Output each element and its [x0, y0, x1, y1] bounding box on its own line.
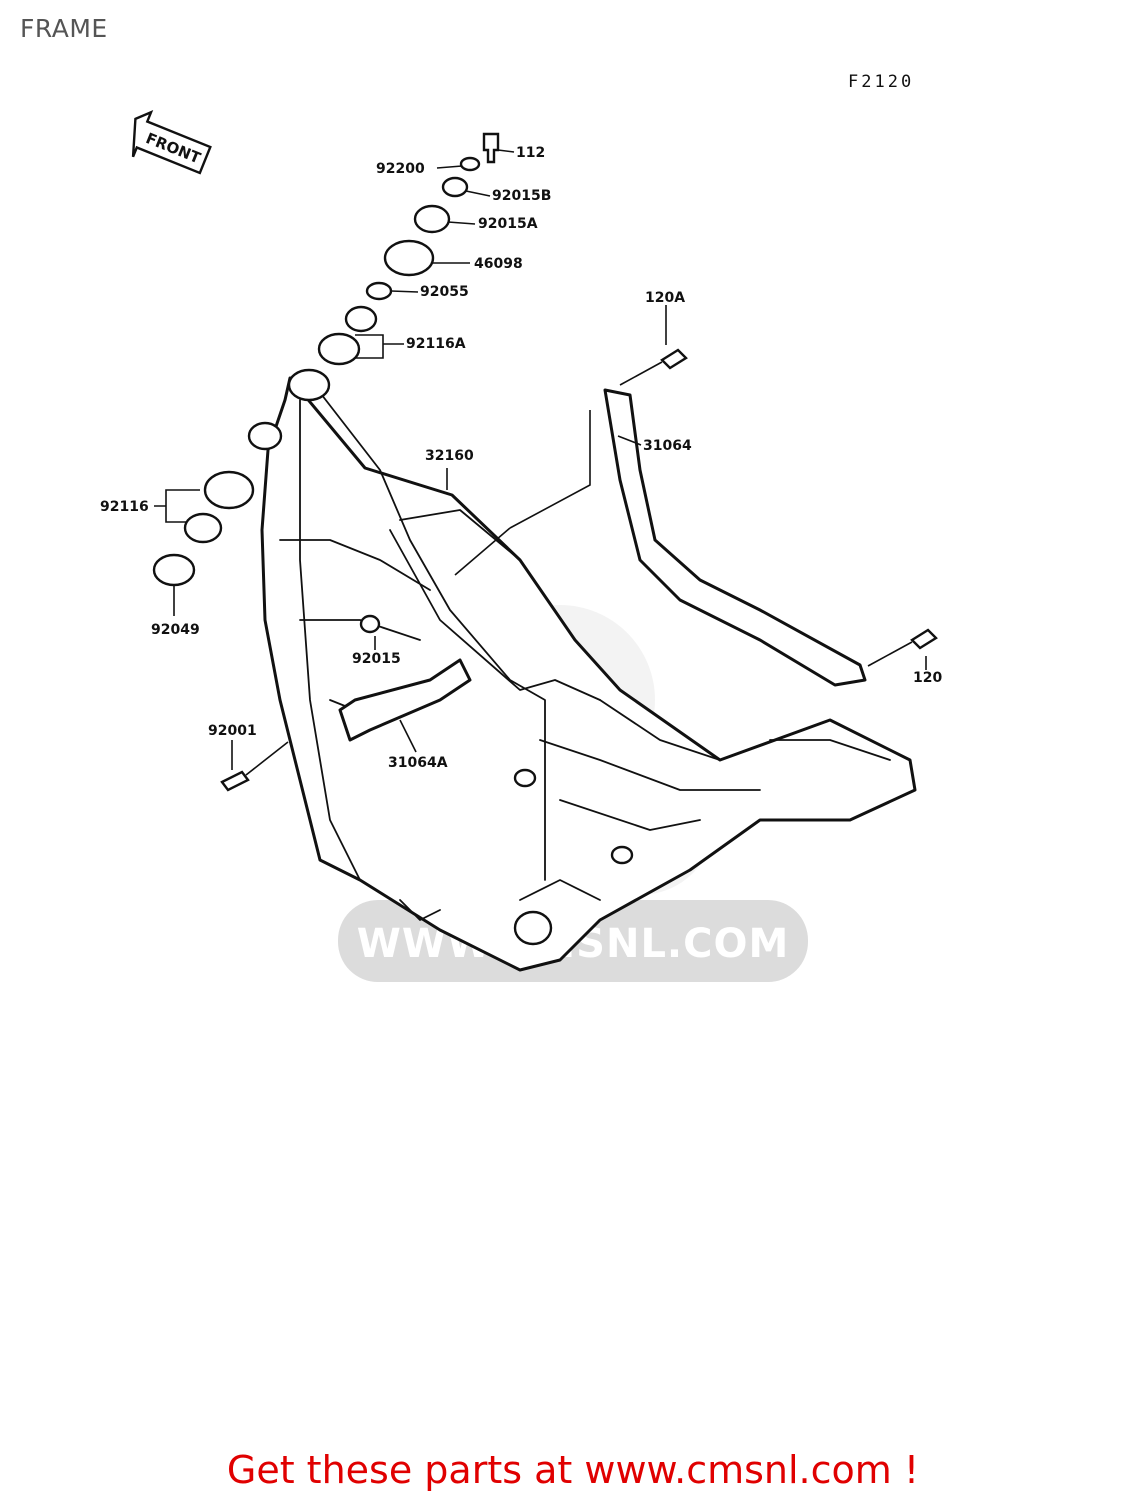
label-92055: 92055	[420, 284, 469, 300]
label-92116a: 92116A	[406, 336, 466, 352]
label-92015: 92015	[352, 651, 401, 667]
label-92200: 92200	[376, 161, 425, 177]
crossmember	[338, 658, 472, 742]
main-frame	[247, 368, 917, 972]
diagram-code: F2120	[848, 72, 915, 92]
label-31064a: 31064A	[388, 755, 448, 771]
steering-parts	[317, 132, 515, 366]
label-92049: 92049	[151, 622, 200, 638]
part-labels: 112 92200 92015B 92015A 46098 92055 9211…	[100, 145, 942, 771]
label-92001: 92001	[208, 723, 257, 739]
label-92116: 92116	[100, 499, 149, 515]
label-32160: 32160	[425, 448, 474, 464]
label-120a: 120A	[645, 290, 685, 306]
label-112: 112	[516, 145, 545, 161]
bolts	[220, 348, 938, 792]
label-46098: 46098	[474, 256, 523, 272]
promo-link[interactable]: Get these parts at www.cmsnl.com !	[226, 1448, 920, 1492]
rear-frame-right	[454, 388, 867, 687]
label-92015a: 92015A	[478, 216, 538, 232]
front-arrow-icon: FRONT	[131, 110, 212, 175]
label-120: 120	[913, 670, 942, 686]
page-title: FRAME	[20, 14, 108, 43]
leaders	[231, 305, 927, 770]
label-92015b: 92015B	[492, 188, 551, 204]
label-31064: 31064	[643, 438, 692, 454]
lower-bearing-parts	[152, 470, 255, 616]
promo-footer[interactable]: Get these parts at www.cmsnl.com !	[0, 1448, 1146, 1492]
